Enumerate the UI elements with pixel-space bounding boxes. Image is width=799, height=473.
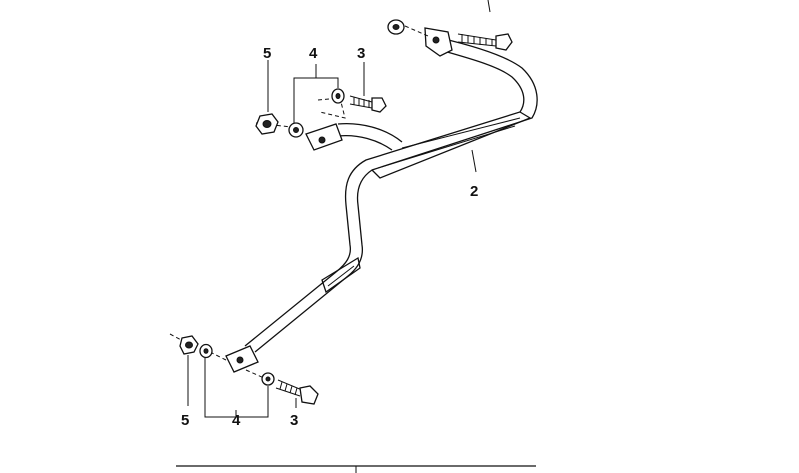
- callout-4-bottom: 4: [232, 412, 241, 429]
- washer-4-bottom-icon: [199, 343, 213, 359]
- nut-5-bottom-icon: [179, 335, 199, 355]
- nut-5-top-icon: [255, 113, 279, 135]
- callout-4-top: 4: [309, 45, 318, 62]
- callout-5-bottom: 5: [181, 412, 189, 429]
- stabilizer-bar: [244, 37, 538, 353]
- callout-3-top: 3: [357, 45, 365, 62]
- top-right-bolt-icon: [457, 33, 513, 51]
- washer-4-top-icon: [288, 122, 304, 138]
- top-left-mount: 5 4 3: [255, 45, 387, 151]
- washer-4-bottom-back-icon: [261, 372, 275, 386]
- bolt-3-bottom-icon: [275, 379, 319, 405]
- bottom-left-mount: 5 4 3: [169, 333, 319, 429]
- callout-5-top: 5: [263, 45, 271, 62]
- frame-bottom-line: [176, 465, 536, 473]
- callout-2-group: 2: [470, 149, 478, 200]
- top-right-mount: [387, 0, 513, 57]
- top-right-nut-icon: [387, 19, 405, 35]
- washer-4-top-back-icon: [331, 88, 345, 104]
- callout-2: 2: [470, 183, 478, 200]
- bolt-3-top-icon: [349, 95, 387, 113]
- callout-3-bottom: 3: [290, 412, 298, 429]
